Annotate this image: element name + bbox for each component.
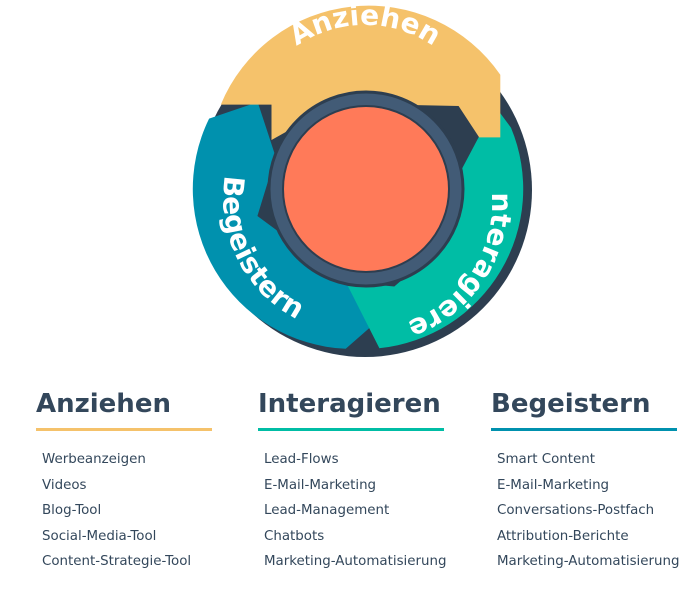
list-item: Marketing-Automatisierung [497,554,680,570]
hub-outline [267,90,465,288]
flywheel-diagram: Anziehen Interagieren Begeistern [192,5,532,357]
column-rule-attract [36,428,212,431]
list-item: Blog-Tool [42,503,102,519]
list-item: E-Mail-Marketing [264,477,377,493]
column-list-delight: Smart Content E-Mail-Marketing Conversat… [491,447,680,575]
list-item: Werbeanzeigen [42,452,146,467]
column-attract: Anziehen Werbeanzeigen Videos Blog-Tool … [36,384,212,575]
hub-center [283,106,449,272]
segment-attract [220,5,501,141]
list-item: E-Mail-Marketing [497,477,610,493]
column-title-delight: Begeistern [491,389,651,419]
column-title-attract: Anziehen [36,389,171,419]
list-item: Lead-Management [264,503,390,519]
hub-inner-edge [282,105,450,273]
list-item: Lead-Flows [264,452,339,467]
column-title-engage: Interagieren [258,389,441,419]
segment-delight [192,102,380,349]
column-list-attract: Werbeanzeigen Videos Blog-Tool Social-Me… [36,447,212,575]
column-list-engage: Lead-Flows E-Mail-Marketing Lead-Managem… [258,447,447,575]
column-rule-delight [491,428,677,431]
segment-engage [345,106,524,349]
column-rule-engage [258,428,444,431]
column-engage: Interagieren Lead-Flows E-Mail-Marketing… [258,384,447,575]
list-item: Videos [42,477,87,493]
column-delight: Begeistern Smart Content E-Mail-Marketin… [491,384,680,575]
list-item: Content-Strategie-Tool [42,554,192,570]
list-item: Chatbots [264,528,325,544]
list-item: Smart Content [497,452,596,467]
list-item: Social-Media-Tool [42,528,157,544]
list-item: Conversations-Postfach [497,503,655,519]
list-item: Attribution-Berichte [497,528,629,544]
list-item: Marketing-Automatisierung [264,554,447,570]
